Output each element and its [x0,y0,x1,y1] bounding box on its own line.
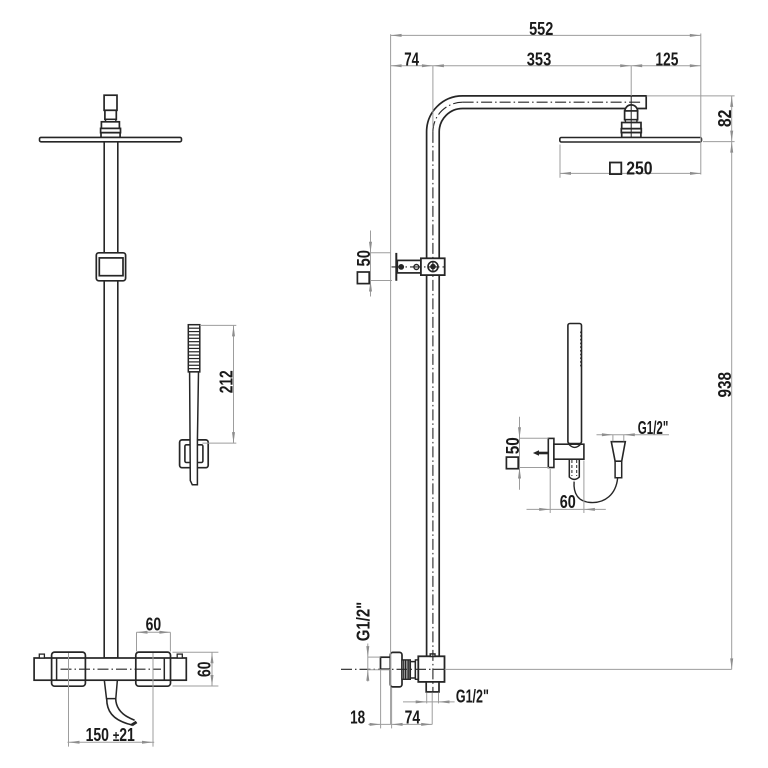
svg-text:G1/2": G1/2" [353,602,373,642]
svg-text:G1/2": G1/2" [638,418,669,438]
svg-text:250: 250 [626,159,652,179]
svg-text:82: 82 [715,110,735,128]
svg-text:50: 50 [354,250,374,267]
svg-text:552: 552 [529,19,553,39]
svg-text:353: 353 [527,49,552,69]
svg-text:938: 938 [715,372,735,398]
svg-text:60: 60 [195,661,215,677]
svg-text:60: 60 [146,615,162,635]
svg-text:G1/2": G1/2" [456,687,489,707]
svg-text:150 ±21: 150 ±21 [86,725,135,745]
svg-text:50: 50 [503,437,523,454]
svg-text:125: 125 [655,49,678,69]
svg-text:18: 18 [350,708,365,728]
svg-text:74: 74 [405,708,421,728]
svg-text:60: 60 [560,492,576,512]
svg-text:212: 212 [216,370,236,393]
svg-text:74: 74 [404,49,419,69]
